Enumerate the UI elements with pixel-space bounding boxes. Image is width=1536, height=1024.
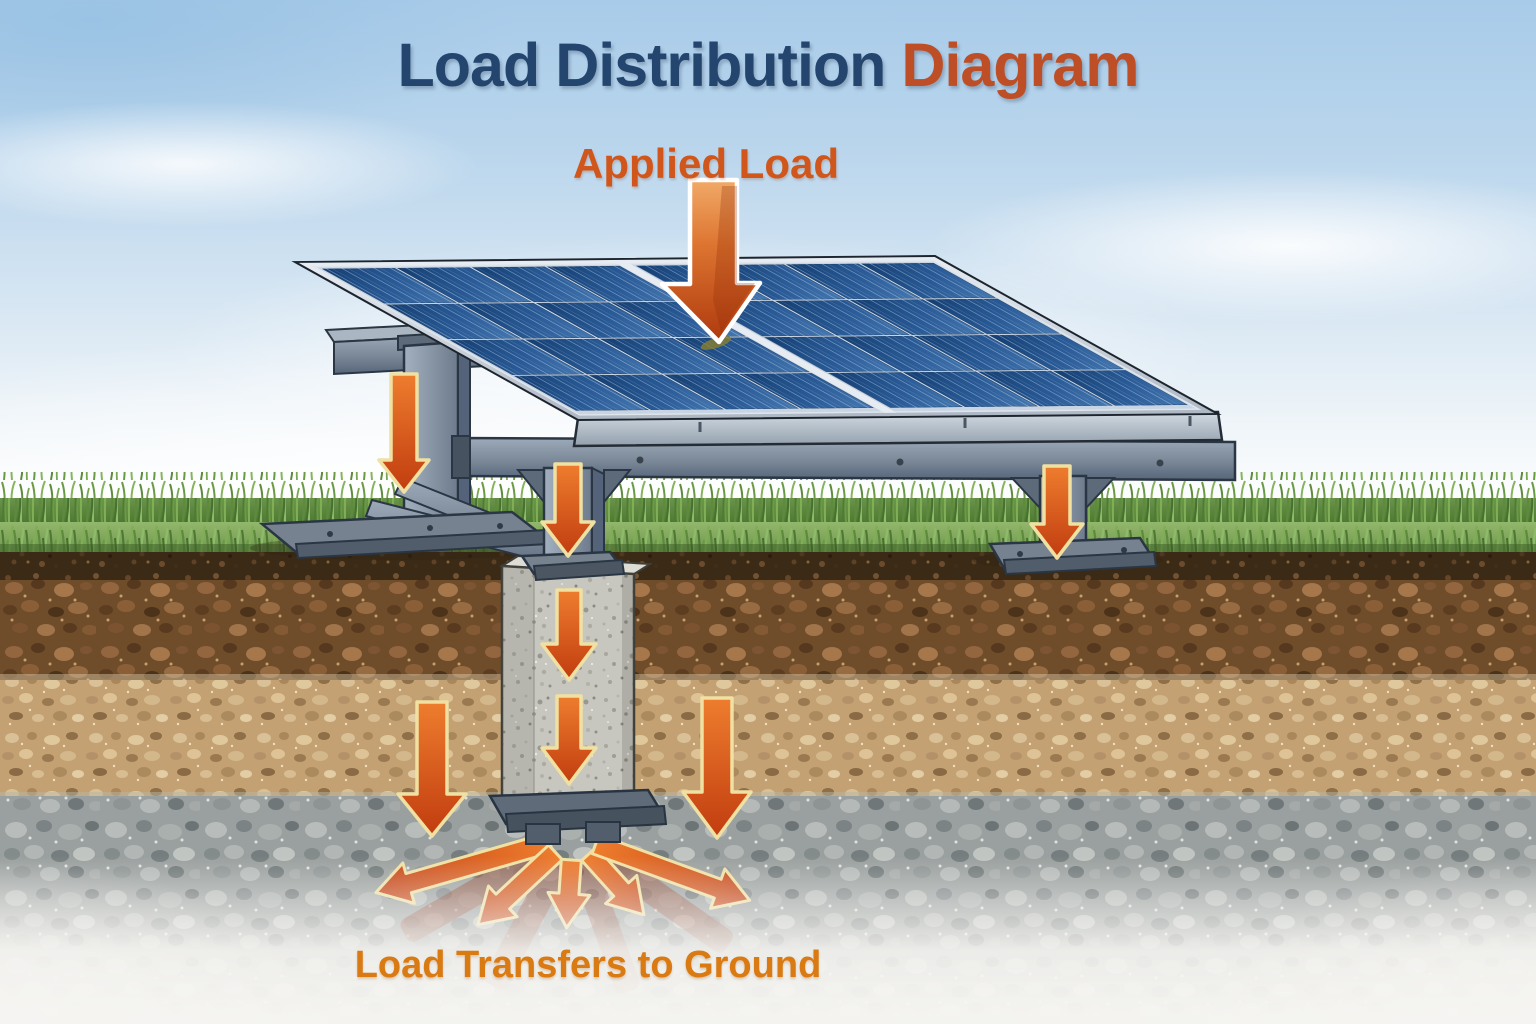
title-accent: Diagram xyxy=(901,31,1139,99)
title-primary: Load Distribution xyxy=(397,31,887,99)
topsoil-layer xyxy=(0,552,1536,584)
load-transfers-label: Load Transfers to Ground xyxy=(354,944,822,986)
applied-load-label: Applied Load xyxy=(573,140,839,187)
bottom-fade xyxy=(0,856,1536,1024)
page-title: Load Distribution Diagram xyxy=(0,30,1536,100)
subsoil-rocky-layer xyxy=(0,580,1536,680)
gravel-tan-layer xyxy=(0,680,1536,798)
